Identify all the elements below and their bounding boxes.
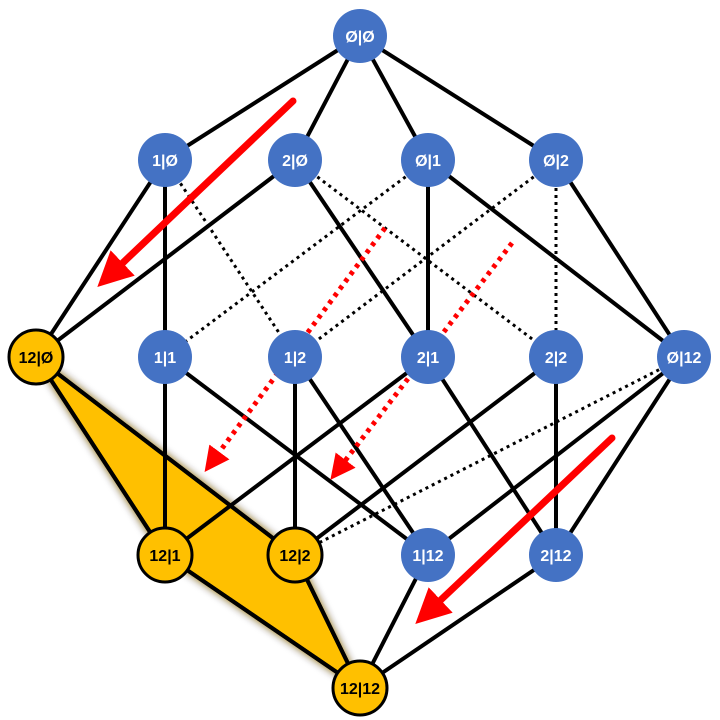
dotted-edge [294,355,685,557]
nodes-layer: Ø|Ø 1|Ø 2|Ø Ø|1 Ø|2 12|Ø 1|1 1|2 2|1 2|2 Ø|12 12|1 1… [7,9,711,717]
solid-edge [163,355,430,557]
node-empty-empty: Ø|Ø [333,9,387,63]
node-1-empty: 1|Ø [138,133,192,187]
dotted-edge [164,158,429,359]
node-circle [529,133,583,187]
node-label: Ø|Ø [345,29,374,46]
node-label: 2|12 [540,548,571,565]
node-2-1: 2|1 [401,330,455,384]
node-circle [266,526,324,584]
node-circle [529,528,583,582]
node-label: 12|1 [149,548,180,565]
node-circle [268,330,322,384]
solid-edge [293,355,430,557]
red-solid-arrow [415,434,616,625]
node-label: 2|2 [545,350,567,367]
node-1-1: 1|1 [138,330,192,384]
solid-edge [358,34,558,162]
node-label: 1|2 [284,350,306,367]
node-empty-12: Ø|12 [657,330,711,384]
node-label: 12|Ø [19,350,54,367]
node-label: 12|12 [340,681,380,698]
node-label: Ø|2 [543,153,569,170]
dotted-edge [163,159,297,358]
solid-edge [163,553,362,690]
solid-edge [34,158,167,359]
node-circle [136,526,194,584]
node-12-12: 12|12 [331,659,389,717]
solid-edge [426,355,558,557]
red-dotted-arrow [330,241,514,480]
node-circle [657,330,711,384]
solid-edge [293,355,558,557]
solid-edge [358,553,558,690]
node-circle [268,133,322,187]
solid-edge [34,158,297,359]
node-label: 2|Ø [282,153,308,170]
node-circle [401,133,455,187]
node-12-1: 12|1 [136,526,194,584]
node-circle [331,659,389,717]
node-empty-1: Ø|1 [401,133,455,187]
node-label: 2|1 [417,350,439,367]
node-circle [7,328,65,386]
node-circle [401,528,455,582]
highlighted-face [34,355,362,690]
node-empty-2: Ø|2 [529,133,583,187]
edges-layer [34,34,686,690]
node-circle [401,330,455,384]
node-1-2: 1|2 [268,330,322,384]
solid-edge [554,355,686,557]
node-circle [333,9,387,63]
solid-edge [163,34,362,162]
highlighted-face-layer [34,355,362,690]
node-label: 1|12 [412,548,443,565]
node-2-12: 2|12 [529,528,583,582]
dotted-edge [294,158,557,359]
solid-edge [34,355,297,557]
node-label: Ø|12 [667,350,702,367]
node-label: 12|2 [279,548,310,565]
node-circle [138,133,192,187]
node-circle [529,330,583,384]
node-1-12: 1|12 [401,528,455,582]
node-2-empty: 2|Ø [268,133,322,187]
red-solid-arrow [97,97,297,288]
node-circle [138,330,192,384]
solid-edge [34,355,167,557]
solid-edge [554,158,686,359]
node-label: 1|Ø [152,153,178,170]
node-2-2: 2|2 [529,330,583,384]
node-label: Ø|1 [415,153,441,170]
node-12-empty: 12|Ø [7,328,65,386]
node-12-2: 12|2 [266,526,324,584]
solid-edge [426,355,686,557]
solid-edge [426,158,686,359]
node-label: 1|1 [154,350,176,367]
